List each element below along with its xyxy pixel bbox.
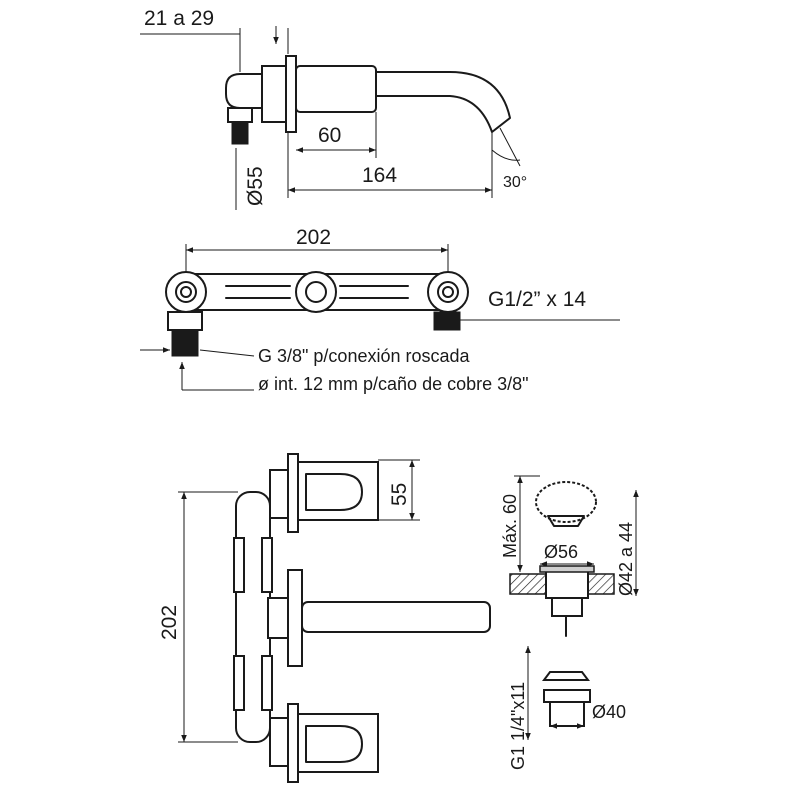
thread-label: G1 1/4"x11 <box>508 682 528 770</box>
front-view: 202 55 <box>158 453 491 783</box>
dim-60-label: 60 <box>318 124 341 147</box>
angle-arc <box>491 127 521 167</box>
wall-flange <box>285 55 297 133</box>
thread-note-label: G 3/8" p/conexión roscada <box>258 346 471 366</box>
top-valve-body <box>269 469 289 519</box>
angle-label: 30° <box>503 174 527 191</box>
drain-cap <box>535 481 597 523</box>
left-port <box>165 271 207 313</box>
valve-body <box>261 65 287 123</box>
right-port <box>427 271 469 313</box>
drain-tail <box>549 701 585 727</box>
dim-202-label: 202 <box>296 226 331 249</box>
drain-washer <box>542 671 590 681</box>
thread-note-leader <box>199 349 255 357</box>
dim-40-label: Ø40 <box>592 702 626 722</box>
dim-55-front-label: 55 <box>388 483 411 506</box>
dim-164-label: 164 <box>362 164 397 187</box>
left-thread <box>171 329 199 357</box>
body-view: 202 G1/2” x 14 G 3/8" p/conexión roscada… <box>140 226 620 394</box>
bottom-flange <box>287 703 299 783</box>
bottom-valve-body <box>269 717 289 767</box>
hex-nut <box>227 107 253 123</box>
dim-21-29-label: 21 a 29 <box>144 7 214 30</box>
pipe-note-label: ø int. 12 mm p/caño de cobre 3/8" <box>258 374 529 394</box>
dim-42-44-label: Ø42 a 44 <box>616 522 636 596</box>
max-height-label: Máx. 60 <box>500 494 520 558</box>
top-handle <box>297 461 379 521</box>
spout-flange <box>287 569 303 667</box>
thread-outlet-label: G1/2” x 14 <box>488 288 586 311</box>
top-flange <box>287 453 299 533</box>
drain-nut <box>543 689 591 703</box>
drain-body <box>545 569 589 599</box>
dim-56-label: Ø56 <box>544 542 578 562</box>
bottom-handle <box>297 713 379 773</box>
threaded-end <box>231 121 249 145</box>
spout-body <box>267 597 289 639</box>
front-spout <box>301 601 491 633</box>
side-view: 21 a 29 60 164 Ø55 30° <box>140 7 527 210</box>
elbow-connector <box>225 73 263 109</box>
left-hex-fitting <box>167 311 203 331</box>
dim-202-vertical-label: 202 <box>158 605 181 640</box>
curved-spout <box>375 71 511 133</box>
spout-base <box>295 65 377 113</box>
drain-view: Máx. 60 Ø56 Ø42 a 44 G1 1/4"x11 Ø40 <box>500 475 639 770</box>
right-thread <box>433 311 461 331</box>
center-port <box>295 271 337 313</box>
dim-55-label: Ø55 <box>244 166 267 206</box>
